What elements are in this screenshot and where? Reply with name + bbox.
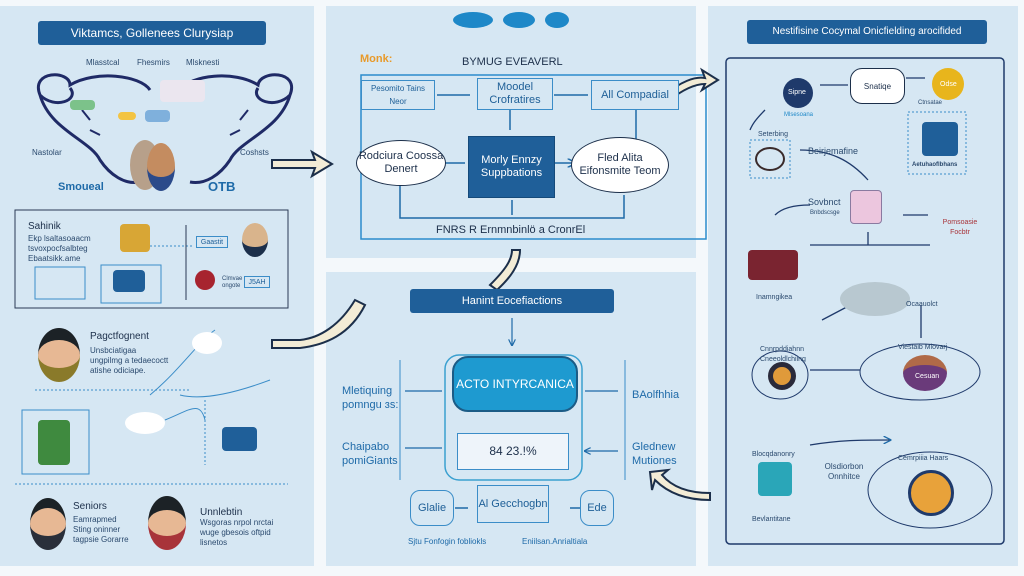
node-gold [932, 68, 964, 100]
flow-blob-left: Rodciura Coossa Denert [356, 140, 446, 186]
right-label-1: BAolfhhia [632, 389, 680, 401]
node-label: Sipne [788, 89, 806, 96]
node-label: Ctnsatae [918, 100, 943, 106]
node-label: Bevlantitane [752, 516, 791, 523]
node-label: Sovbnct [808, 197, 841, 207]
flow-center-box: Morly Ennzy Suppbations [468, 136, 555, 198]
node-label: Pomsoasie Focbtr [942, 219, 978, 236]
person3-name: Unnlebtin [200, 507, 243, 518]
person1-name: Pagctfognent [90, 331, 149, 342]
node-label: Blocqdanonry [752, 451, 795, 458]
flow-heading: BYMUG EVEAVERL [462, 56, 563, 68]
center-small-box: Al Gecchogbn [477, 485, 549, 523]
node-maroon [748, 250, 798, 280]
node-label: Cemrpiiia Haars [898, 455, 949, 462]
person3-avatar [148, 496, 186, 550]
tree-label: Nastolar [32, 148, 62, 157]
node-mountain [908, 470, 954, 516]
caption-left: Sjtu Fonfogin fobliokls [408, 537, 487, 546]
node-label: Inamngikea [756, 294, 793, 301]
person1-avatar [38, 328, 80, 382]
node-label: Cesuan [915, 373, 940, 380]
logo-icon [453, 12, 493, 28]
node-card: Snatiqe [850, 68, 905, 104]
node-label: Olsdiorbon Onnhitce [824, 462, 864, 481]
node-navy [783, 78, 813, 108]
node-label: Beirjemafine [808, 146, 859, 156]
tree-icon [145, 110, 170, 122]
tree-label: Coshsts [240, 148, 269, 157]
flow-box-1: Pesomito Tains Neor [361, 80, 435, 110]
section-desc: Ekp lsaltasoaacm tsvoxpocfsalbteg Ebaats… [28, 234, 91, 263]
node-label: Aetuhaoflbhans [912, 162, 958, 168]
node-orange [768, 362, 796, 390]
section-badge [195, 270, 215, 290]
flow-box-2: Moodel Crofratires [477, 78, 553, 110]
right-label-2: Glednew Mutiones [632, 441, 677, 467]
section-tag: J5AH [244, 276, 270, 288]
flow-box-3: All Compadial [591, 80, 679, 110]
section-image [120, 224, 150, 252]
center-title-badge: ACTO INTYRCANICA [452, 356, 578, 412]
tree-icon [160, 80, 205, 102]
node-teal [758, 462, 792, 496]
tree-label: Mlasstcal [86, 58, 120, 67]
logo-icon [503, 12, 535, 28]
hex-left: Glalie [410, 490, 454, 526]
left-title: Viktamcs, Gollenees Clurysiap [38, 21, 266, 45]
node-label: Mlsesoana [784, 112, 814, 118]
person3-desc: Wsgoras nrpol nrctai wuge gbesois oftpid… [200, 518, 274, 547]
person2-name: Seniors [73, 501, 107, 512]
node-label: Viestaib Miovarj [898, 344, 948, 351]
value-box: 84 23.!% [457, 433, 569, 470]
left-label-2: Chaipabo pomiGiants [342, 441, 398, 467]
left-label-1: Mletiquing pomngu ɜs: [342, 385, 399, 411]
flow-footer: FNRS R Ernmnbinlö a CronrEl [436, 224, 586, 236]
node-label: Bnbdscsge [810, 210, 840, 216]
section-small-label: Clmvae ongote [222, 276, 243, 289]
right-title: Nestifisine Cocymal Onicfielding arocifi… [747, 20, 987, 44]
person2-avatar [30, 498, 66, 550]
logo-icon [545, 12, 569, 28]
node-label: Ocaauolct [906, 301, 938, 308]
person1-desc: Unsbciatigaa ungpilmg a tedaecoctt atish… [90, 346, 169, 375]
node-scribble [755, 147, 785, 171]
map-blob [192, 332, 222, 354]
section-image [113, 270, 145, 292]
card-image [38, 420, 70, 465]
section-title: Sahinik [28, 221, 61, 232]
node-blue-square [922, 122, 958, 156]
node-label: Odse [940, 81, 957, 88]
node-label: Cnnrpddiahnn Cneeoldlchiing [760, 346, 806, 363]
tree-icon [118, 112, 136, 120]
node-label: Seterbing [758, 131, 788, 138]
node-pink [850, 190, 882, 224]
section-tag: Gaastit [196, 236, 228, 248]
logo-right: OTB [208, 179, 236, 194]
tree-label: Fhesmirs [137, 58, 170, 67]
orange-label: Monk: [360, 53, 393, 65]
caption-right: Eniilsan.Anrialtiala [522, 537, 588, 546]
hex-right: Ede [580, 490, 614, 526]
flow-blob-right: Fled Alita Eifonsmite Teom [571, 137, 669, 193]
person-avatar [147, 143, 175, 191]
card-image [222, 427, 257, 451]
person-avatar [242, 223, 268, 257]
person2-desc: Eamrapmed Sting oninner tagpsie Gorarre [73, 515, 129, 544]
tree-icon [70, 100, 95, 110]
section-title: Hanint Eocefiactions [410, 289, 614, 313]
tree-label: Mlsknesti [186, 58, 220, 67]
map-blob [125, 412, 165, 434]
node-cloud [840, 282, 910, 316]
node-purple [903, 355, 947, 391]
logo-left: Smoueal [58, 181, 104, 193]
